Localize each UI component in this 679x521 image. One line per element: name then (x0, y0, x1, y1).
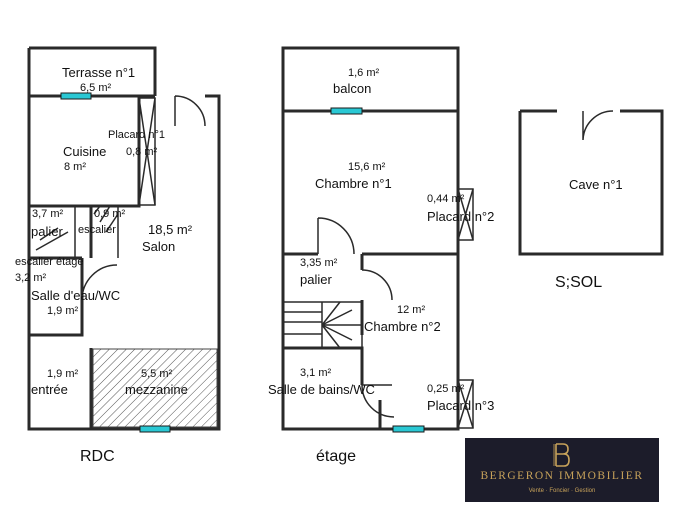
etage-stair-steps (283, 301, 362, 349)
floor-title-rdc: RDC (80, 448, 115, 465)
palier-area: 3,7 m² (32, 208, 64, 220)
sdb-door (361, 384, 395, 418)
floor-titles: RDC étage S;SOL (80, 274, 602, 465)
salon-name: Salon (142, 239, 175, 254)
mezzanine-area-label: 5,5 m² (141, 368, 173, 380)
balcon-area: 1,6 m² (348, 67, 380, 79)
chambre2-area: 12 m² (397, 304, 425, 316)
sdb-wall (283, 346, 364, 385)
cave-wall (518, 109, 664, 256)
salle-eau-wall (29, 258, 84, 337)
placard2-cross-b (457, 188, 474, 241)
entree-name: entrée (31, 382, 68, 397)
etage-labels: 1,6 m² balcon 15,6 m² Chambre n°1 0,44 m… (268, 67, 494, 413)
etage-window-balcon (330, 107, 363, 115)
placard1-outline (138, 97, 156, 206)
placard2-name: Placard n°2 (427, 209, 494, 224)
cuisine-name: Cuisine (63, 144, 106, 159)
balcon-name: balcon (333, 81, 371, 96)
cave-name: Cave n°1 (569, 177, 623, 192)
logo-b-monogram-icon (553, 443, 570, 467)
palier-name: palier (31, 224, 63, 239)
placard2-outline (457, 188, 474, 241)
rdc-door-top (174, 95, 206, 127)
rdc-window-bottom (139, 425, 171, 433)
salle-eau-area: 1,9 m² (47, 305, 79, 317)
placard1-area: 0,8 m² (126, 146, 158, 158)
escalier-etage-name: escalier étage (15, 256, 84, 268)
chambre1-door (317, 217, 355, 255)
chambre1-area: 15,6 m² (348, 161, 386, 173)
entree-area: 1,9 m² (47, 368, 79, 380)
logo-tagline: Vente · Foncier · Gestion (528, 488, 596, 494)
mezzanine-area (92, 348, 218, 428)
cuisine-area: 8 m² (64, 161, 86, 173)
etage-window-bottom (392, 425, 425, 433)
rdc-plan (27, 46, 221, 433)
rdc-labels: Terrasse n°1 6,5 m² Cuisine 8 m² Placard… (15, 65, 193, 397)
terrasse-area: 6,5 m² (80, 82, 112, 94)
sdb-area: 3,1 m² (300, 367, 332, 379)
placard3-outline (457, 379, 474, 429)
rdc-outer-wall (27, 46, 221, 431)
stair-steps (93, 205, 119, 233)
etage-palier-area: 3,35 m² (300, 257, 338, 269)
stair-steps-left (35, 227, 69, 251)
escalier-name: escalier (78, 224, 116, 236)
chambre2-door (361, 269, 393, 301)
rdc-window-terrasse (60, 92, 92, 100)
sous-sol-plan (518, 109, 664, 256)
sdb-name: Salle de bains/WC (268, 382, 375, 397)
logo-brand: BERGERON IMMOBILIER (480, 470, 644, 482)
chambre2-name: Chambre n°2 (364, 319, 441, 334)
floor-title-sous-sol: S;SOL (555, 274, 602, 291)
cave-door (582, 110, 614, 141)
chambre1-name: Chambre n°1 (315, 176, 392, 191)
terrasse-name: Terrasse n°1 (62, 65, 135, 80)
placard1-name: Placard n°1 (108, 129, 165, 141)
sous-sol-labels: Cave n°1 (569, 177, 623, 192)
floor-title-etage: étage (316, 448, 356, 465)
palier-wall (29, 206, 93, 260)
salle-eau-door (81, 264, 118, 301)
placard2-area: 0,44 m² (427, 193, 465, 205)
placard1-cross-b (138, 97, 156, 206)
placard3-name: Placard n°3 (427, 398, 494, 413)
agency-logo: BERGERON IMMOBILIER Vente · Foncier · Ge… (465, 438, 659, 502)
etage-palier-name: palier (300, 272, 332, 287)
escalier-etage-area: 3,2 m² (15, 272, 47, 284)
placard3-cross-b (457, 379, 474, 429)
mezzanine-name: mezzanine (125, 382, 188, 397)
etage-plan (281, 46, 474, 433)
salle-eau-name: Salle d'eau/WC (31, 288, 120, 303)
salon-area: 18,5 m² (148, 222, 193, 237)
escalier-area: 0,9 m² (94, 208, 126, 220)
placard3-area: 0,25 m² (427, 383, 465, 395)
